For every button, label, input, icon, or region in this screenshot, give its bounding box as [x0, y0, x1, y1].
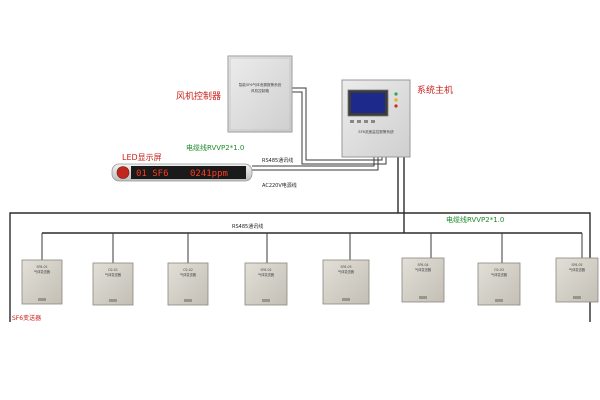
rs485-bus-label: RS485通讯线 [232, 223, 263, 230]
led-text-value: 0241ppm [190, 169, 228, 179]
host-key-icon [364, 120, 368, 123]
cable-bus-label: 电缆线RVVP2*1.0 [446, 215, 504, 224]
detector-caption: 气体变送器 [491, 272, 508, 277]
detector-caption: 气体变送器 [338, 269, 355, 274]
alarm-led-icon [394, 104, 398, 108]
led-display: 01 SF6 0241ppm [111, 163, 253, 182]
detector-sensor-icon [262, 299, 270, 302]
system-host: SF6浓度监控报警系统 [341, 79, 411, 158]
host-key-icon [357, 120, 361, 123]
power-led-icon [394, 92, 398, 96]
led-matrix-screen [131, 166, 246, 179]
led-screen-label: LED显示屏 [122, 153, 162, 162]
detector-sensor-icon [495, 299, 503, 302]
gas-detector: SF6-01 气体变送器 [21, 259, 63, 305]
detector-sensor-icon [573, 296, 581, 299]
host-key-icon [371, 120, 375, 123]
detector-caption: 气体变送器 [180, 272, 197, 277]
gas-detector: O2-02 气体变送器 [167, 262, 209, 306]
fan-panel-line2: 风机控制箱 [251, 88, 269, 93]
system-host-label: 系统主机 [417, 84, 453, 96]
fan-controller-label: 风机控制器 [176, 90, 221, 102]
detector-code: SF6-03 [340, 265, 351, 269]
detector-code: O2-02 [183, 268, 193, 272]
gas-detector: SF6-03 气体变送器 [322, 259, 370, 305]
gas-detector: SF6-02 气体变送器 [244, 262, 288, 306]
detector-array: SF6-01 气体变送器 O2-01 气体变送器 O2-02 气体变送器 SF6… [21, 257, 599, 306]
led-text-gas: 01 SF6 [136, 169, 169, 179]
gas-detector: O2-01 气体变送器 [92, 262, 134, 306]
rs485-label-top: RS485通讯线 [262, 157, 293, 164]
gas-detector: SF6-04 气体变送器 [401, 257, 445, 303]
detector-sensor-icon [38, 298, 46, 301]
cable-label-top: 电缆线RVVP2*1.0 [186, 143, 244, 152]
detector-sensor-icon [184, 299, 192, 302]
detector-code: SF6-01 [36, 265, 47, 269]
detector-code: SF6-04 [417, 263, 428, 267]
fan-controller-box: 智能SF6气体泄漏报警系统 风机控制箱 [227, 55, 293, 133]
detector-caption: 气体变送器 [258, 272, 275, 277]
host-key-icon [350, 120, 354, 123]
gas-detector: O2-03 气体变送器 [477, 262, 521, 306]
fault-led-icon [394, 98, 398, 102]
ac220-label: AC220V电源线 [262, 182, 297, 189]
detector-code: O2-03 [494, 268, 504, 272]
gas-detector: SF6-05 气体变送器 [555, 257, 599, 303]
host-panel-caption: SF6浓度监控报警系统 [358, 129, 394, 134]
fan-panel-line1: 智能SF6气体泄漏报警系统 [239, 82, 282, 87]
detector-sensor-icon [342, 298, 350, 301]
host-lcd-screen [351, 93, 385, 113]
led-alarm-lamp-icon [116, 166, 130, 179]
detector-code: SF6-02 [260, 268, 271, 272]
detector-caption: 气体变送器 [105, 272, 122, 277]
detector-sensor-icon [419, 296, 427, 299]
detector-code: O2-01 [108, 268, 118, 272]
detector-code: SF6-05 [571, 263, 582, 267]
detector-caption: 气体变送器 [415, 267, 432, 272]
detector-caption: 气体变送器 [34, 269, 51, 274]
detector-caption: 气体变送器 [569, 267, 586, 272]
substation-label: SF6变送器 [12, 314, 41, 322]
detector-sensor-icon [109, 299, 117, 302]
